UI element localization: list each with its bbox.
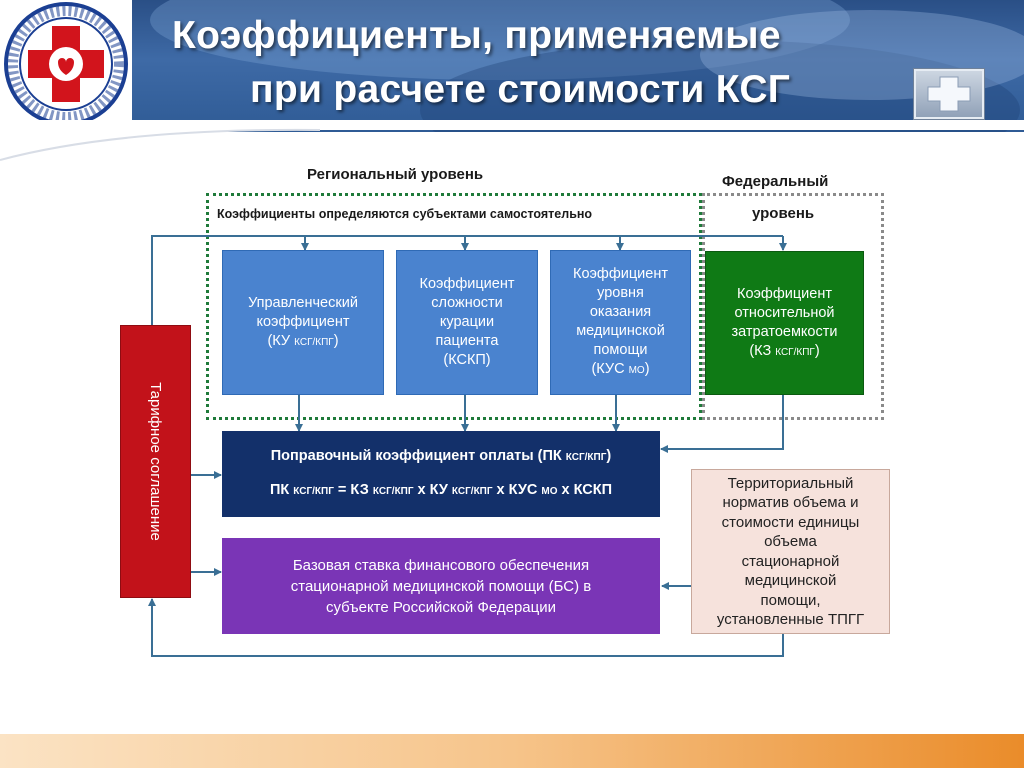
medical-cross-icon — [913, 68, 985, 120]
kz-line-2: относительной — [734, 304, 835, 321]
medical-cross-logo-icon — [4, 2, 128, 126]
base-rate-line-2: стационарной медицинской помощи (БС) в — [290, 577, 592, 595]
tpgg-line-2: норматив объема и — [722, 494, 859, 511]
tpgg-line-8: установленные ТПГГ — [716, 611, 865, 628]
care-level-coefficient-box: Коэффициент уровня оказания медицинской … — [550, 250, 691, 395]
footer-bar — [0, 734, 1024, 768]
kskp-line-2: сложности — [431, 295, 503, 311]
kus-line-6: (КУС МО) — [591, 361, 650, 377]
kus-line-4: медицинской — [576, 323, 665, 339]
correction-coefficient-formula: ПК КСГ/КПГ = КЗ КСГ/КПГ х КУ КСГ/КПГ х К… — [269, 482, 613, 498]
tpgg-line-3: стоимости единицы — [721, 513, 860, 531]
kus-line-1: Коэффициент — [573, 266, 668, 282]
page-title-line-1: Коэффициенты, применяемые — [172, 14, 781, 57]
kskp-line-4: пациента — [435, 333, 499, 349]
correction-coefficient-box: Поправочный коэффициент оплаты (ПК КСГ/К… — [222, 431, 660, 517]
kus-line-3: оказания — [589, 304, 652, 320]
ku-line-2: коэффициент — [256, 313, 350, 330]
page-title-line-2: при расчете стоимости КСГ — [250, 68, 791, 111]
relative-cost-coefficient-box: Коэффициент относительной затратоемкости… — [705, 251, 864, 395]
base-rate-line-3: субъекте Российской Федерации — [325, 598, 557, 616]
kz-line-3: затратоемкости — [731, 323, 838, 340]
tpgg-line-4: объема — [764, 533, 817, 550]
federal-level-heading-line-1: Федеральный — [722, 173, 829, 190]
kz-line-1: Коэффициент — [737, 285, 832, 302]
ku-line-1: Управленческий — [248, 294, 358, 311]
kus-line-2: уровня — [597, 285, 644, 301]
territorial-norm-box: Территориальный норматив объема и стоимо… — [691, 469, 890, 634]
tpgg-line-1: Территориальный — [727, 474, 854, 492]
regional-level-heading: Региональный уровень — [307, 166, 484, 183]
correction-coefficient-title: Поправочный коэффициент оплаты (ПК КСГ/К… — [270, 448, 612, 464]
base-rate-box: Базовая ставка финансового обеспечения с… — [222, 538, 660, 634]
curation-complexity-coefficient-box: Коэффициент сложности курации пациента (… — [396, 250, 538, 395]
management-coefficient-box: Управленческий коэффициент (КУ КСГ/КПГ) — [222, 250, 384, 395]
tpgg-line-5: стационарной — [741, 552, 840, 570]
header-curve — [0, 120, 1024, 180]
header-banner — [0, 0, 1024, 132]
ku-line-3: (КУ КСГ/КПГ) — [267, 332, 339, 349]
kskp-line-3: курации — [439, 314, 495, 330]
kus-line-5: помощи — [593, 342, 648, 358]
kz-line-4: (КЗ КСГ/КПГ) — [749, 342, 820, 359]
regional-level-note: Коэффициенты определяются субъектами сам… — [217, 207, 593, 221]
tpgg-line-7: помощи, — [760, 591, 821, 609]
tariff-agreement-label: Тарифное соглашение — [147, 382, 165, 541]
base-rate-line-1: Базовая ставка финансового обеспечения — [292, 556, 590, 574]
tariff-agreement-box: Тарифное соглашение — [120, 325, 191, 598]
kskp-line-1: Коэффициент — [419, 276, 515, 292]
kskp-line-5: (КСКП) — [443, 352, 491, 368]
logo — [0, 0, 132, 132]
federal-level-heading-line-2: уровень — [752, 205, 815, 222]
tpgg-line-6: медицинской — [744, 572, 837, 589]
